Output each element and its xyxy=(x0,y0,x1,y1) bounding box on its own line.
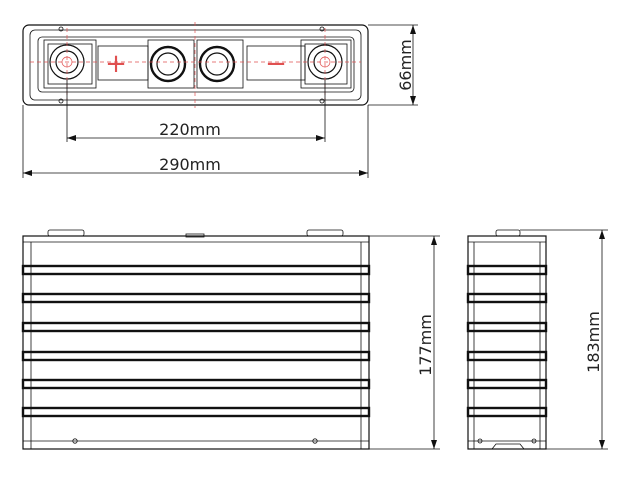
left-terminal-pocket xyxy=(43,39,97,89)
top-view-lid xyxy=(37,36,355,93)
vent-left xyxy=(149,45,187,83)
front-mount-hole-left xyxy=(72,438,78,444)
vent-pocket-right xyxy=(196,39,244,89)
side-body xyxy=(467,235,547,450)
width-label: 66mm xyxy=(396,39,415,91)
top-view-outline xyxy=(22,24,369,106)
dimension-total-height: 183mm xyxy=(520,229,608,450)
side-view xyxy=(466,229,548,450)
negative-sign: − xyxy=(265,49,287,79)
right-terminal-pocket xyxy=(300,39,352,89)
vent-pocket-left xyxy=(147,39,195,89)
body-height-label: 177mm xyxy=(416,314,435,376)
side-terminal-cap xyxy=(495,229,521,237)
front-terminal-cap-right xyxy=(306,229,344,237)
overall-length-label: 290mm xyxy=(159,155,221,174)
terminal-spacing-label: 220mm xyxy=(159,120,221,139)
front-ribs xyxy=(21,264,371,418)
top-view-inner-outline xyxy=(29,29,362,101)
top-view: + − xyxy=(22,22,369,108)
dimension-body-height: 177mm xyxy=(369,235,440,450)
front-view xyxy=(21,229,371,450)
front-body xyxy=(22,235,370,450)
dimension-width: 66mm xyxy=(368,24,418,106)
front-terminal-cap-left xyxy=(47,229,85,237)
total-height-label: 183mm xyxy=(584,311,603,373)
front-mount-hole-right xyxy=(312,438,318,444)
side-ribs xyxy=(466,264,548,418)
dimension-overall-length: 290mm xyxy=(22,105,369,178)
dimension-terminal-spacing: 220mm xyxy=(66,80,326,142)
vent-right xyxy=(198,45,236,83)
positive-sign: + xyxy=(105,49,127,79)
